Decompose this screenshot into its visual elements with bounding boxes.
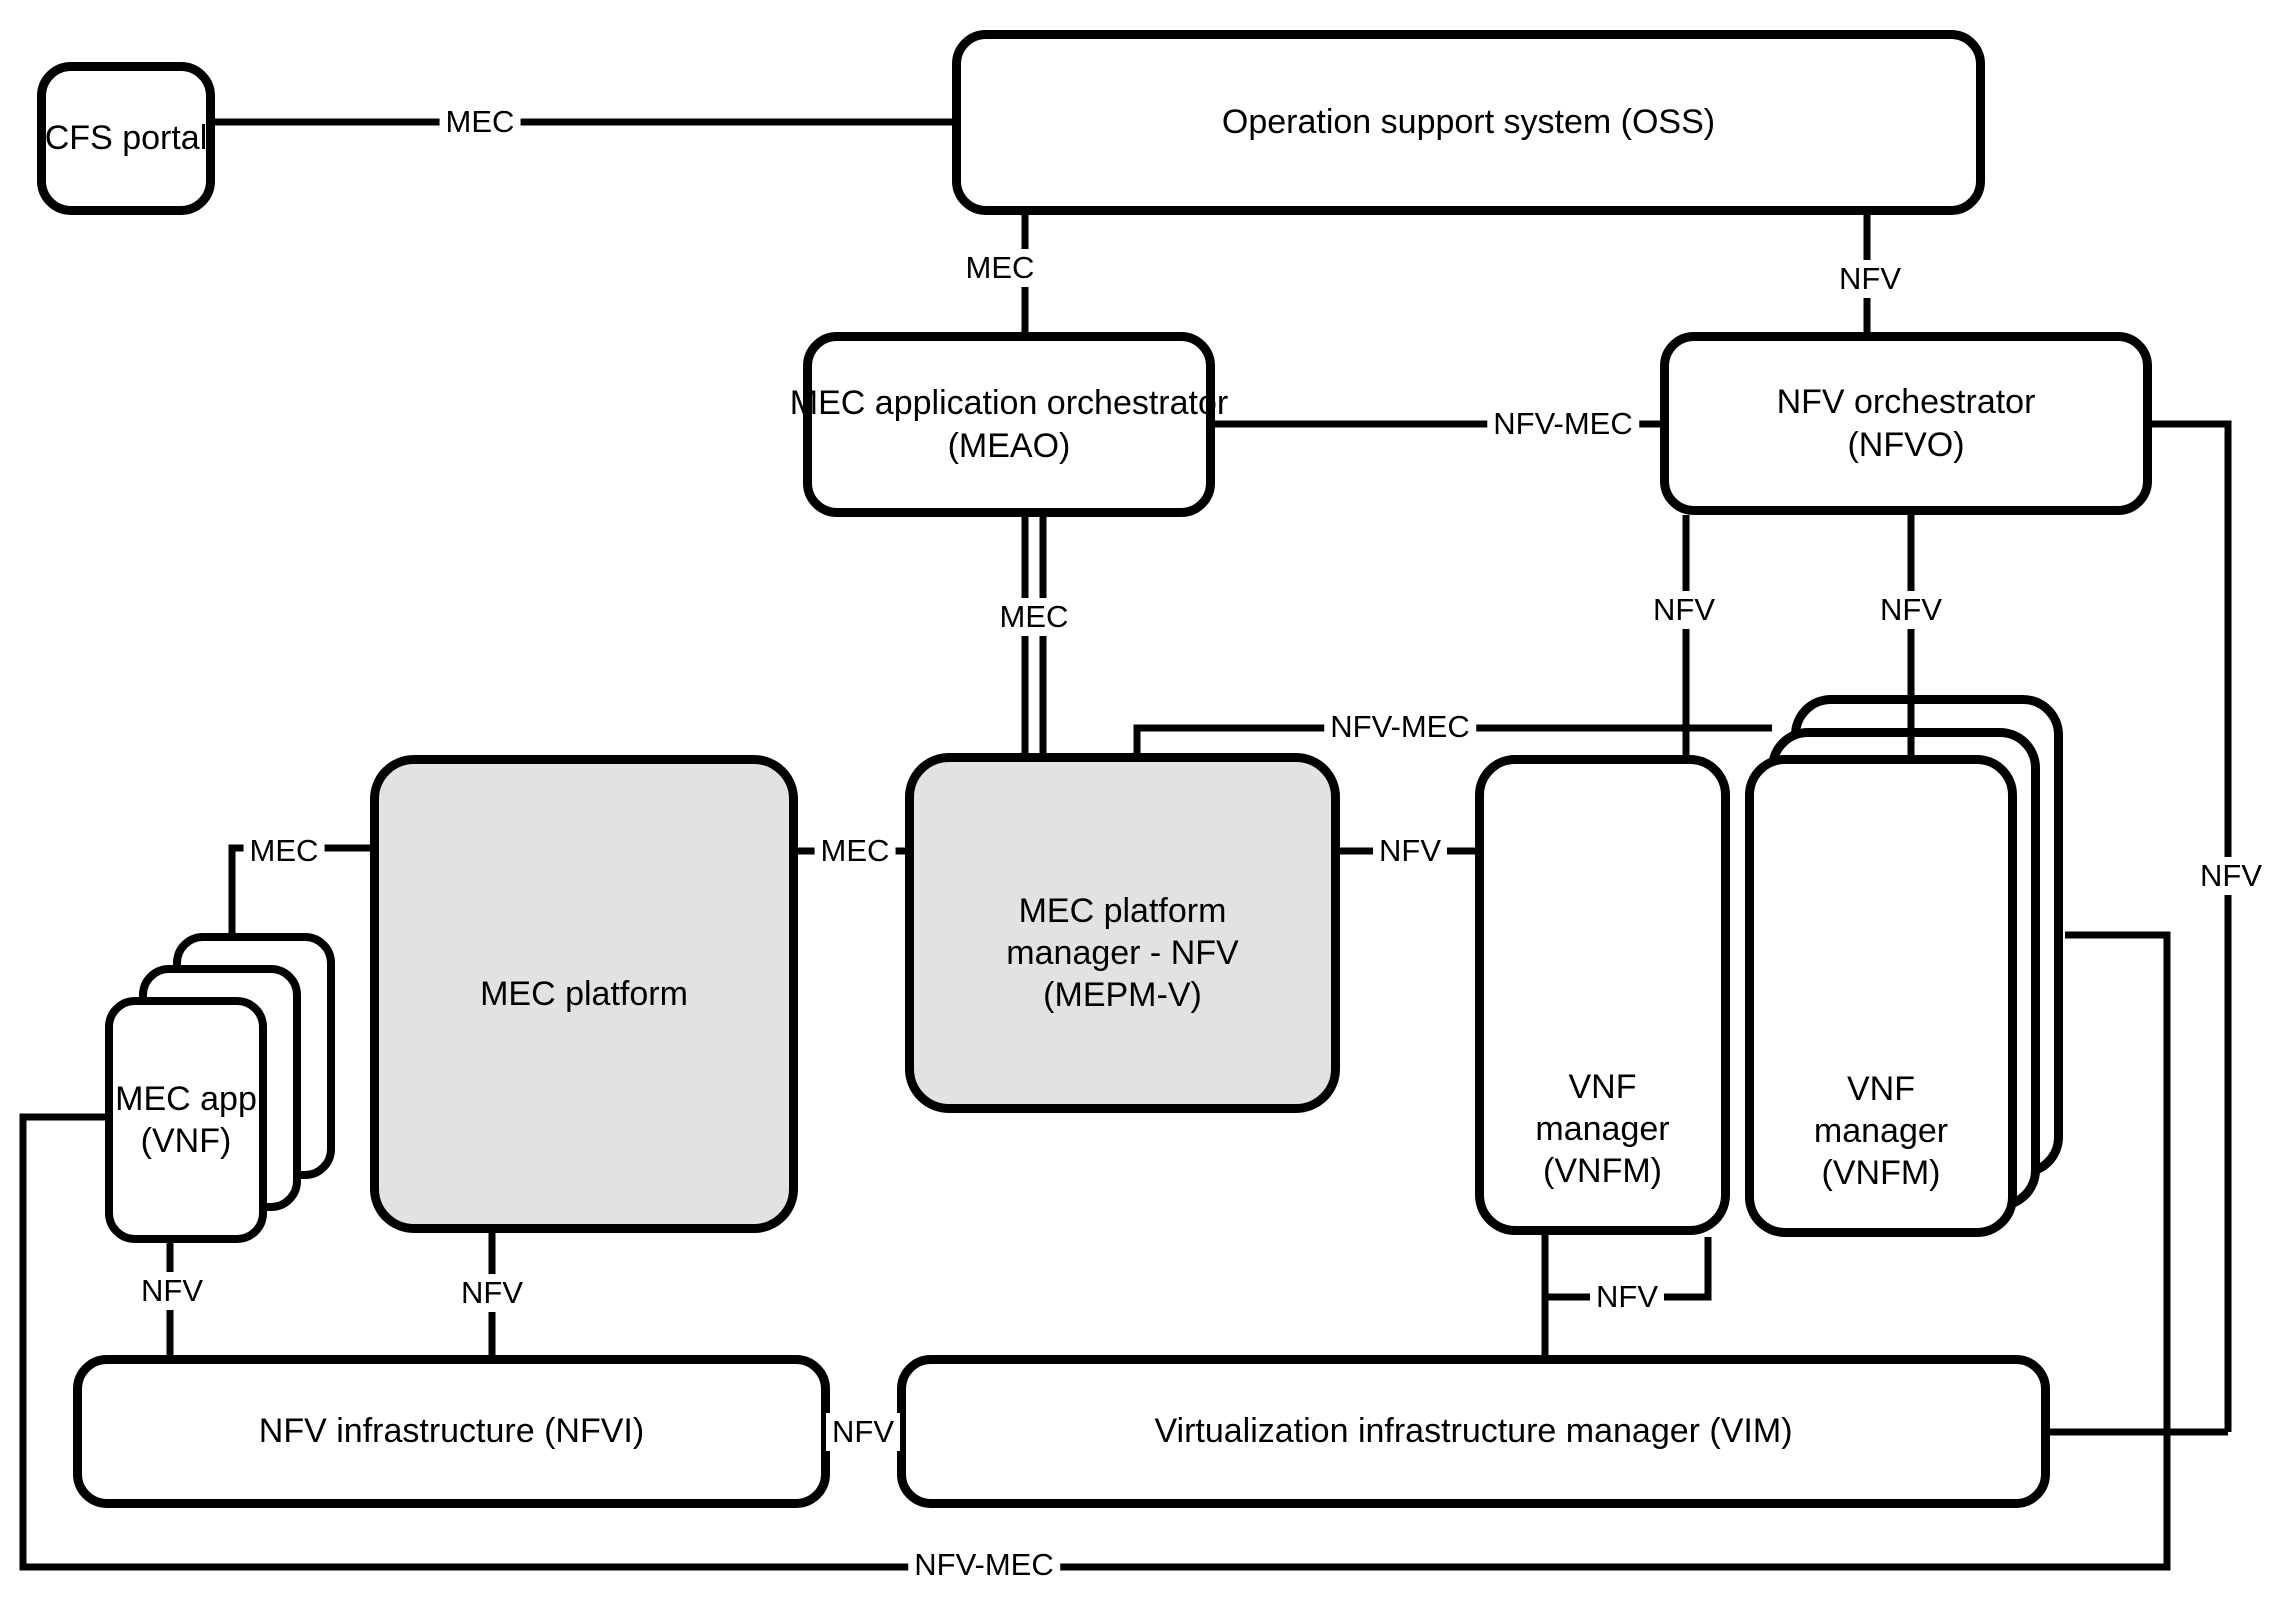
edge-label-mec: MEC	[814, 832, 896, 870]
edge-label-mec: MEC	[993, 598, 1075, 636]
edge-label-nfv: NFV	[1874, 591, 1948, 629]
edge-label-nfv: NFV	[2194, 857, 2268, 895]
edge-label-nfv: NFV	[135, 1272, 209, 1310]
node-label: MEC platform	[480, 974, 688, 1013]
node-cfs-portal: CFS portal	[37, 62, 215, 215]
edge-label-nfv: NFV	[455, 1274, 529, 1312]
node-label: NFV infrastructure (NFVI)	[258, 1412, 645, 1451]
node-meao: MEC application orchestrator (MEAO)	[790, 332, 1228, 517]
node-mec-platform: MEC platform	[370, 755, 798, 1233]
node-oss: Operation support system (OSS)	[952, 30, 1985, 215]
node-label-line: VNF	[1847, 1069, 1915, 1108]
node-mec-app: MEC app (VNF)	[105, 997, 267, 1243]
node-label-line: manager	[1813, 1111, 1949, 1150]
edge-label-nfv-mec: NFV-MEC	[1487, 405, 1639, 443]
node-label-line: (VNF)	[140, 1122, 232, 1160]
node-mepm-v: MEC platform manager - NFV (MEPM-V)	[905, 753, 1340, 1113]
edge-label-nfv: NFV	[826, 1413, 900, 1451]
edge-label-nfv: NFV	[1647, 591, 1721, 629]
edge-label-mec: MEC	[243, 832, 325, 870]
node-label-line: VNF	[1568, 1067, 1637, 1106]
node-label-line: (NFVO)	[1847, 425, 1965, 464]
node-label: Virtualization infrastructure manager (V…	[1154, 1412, 1793, 1451]
node-vnfm-1: VNF manager (VNFM)	[1475, 755, 1730, 1235]
node-label-line: (MEPM-V)	[1043, 976, 1202, 1015]
node-label-line: NFV orchestrator	[1776, 383, 2036, 422]
edge-label-nfv-mec: NFV-MEC	[908, 1546, 1060, 1584]
node-vim: Virtualization infrastructure manager (V…	[897, 1355, 2050, 1508]
edge-label-nfv-mec: NFV-MEC	[1324, 708, 1476, 746]
edge-nfvo-vim-right	[2150, 420, 2232, 1432]
node-nfvo: NFV orchestrator (NFVO)	[1660, 332, 2152, 515]
edge-label-nfv: NFV	[1833, 260, 1907, 298]
node-vnfm-2: VNF manager (VNFM)	[1745, 755, 2017, 1237]
edge-label-mec: MEC	[439, 103, 521, 141]
edge-label-nfv: NFV	[1590, 1278, 1664, 1316]
node-label-line: (MEAO)	[947, 426, 1071, 465]
node-label: Operation support system (OSS)	[1221, 103, 1716, 142]
node-label-line: (VNFM)	[1543, 1151, 1662, 1190]
node-nfvi: NFV infrastructure (NFVI)	[73, 1355, 830, 1508]
node-label-line: MEC platform	[1018, 891, 1227, 930]
edge-label-nfv: NFV	[1373, 832, 1447, 870]
node-label: CFS portal	[44, 119, 208, 158]
node-label-line: manager - NFV	[1006, 933, 1239, 972]
node-label-line: MEC app	[115, 1079, 257, 1118]
node-label-line: (VNFM)	[1821, 1153, 1941, 1192]
node-label-line: MEC application orchestrator	[789, 384, 1229, 423]
node-label-line: manager	[1535, 1109, 1670, 1148]
edge-label-mec: MEC	[959, 249, 1041, 287]
